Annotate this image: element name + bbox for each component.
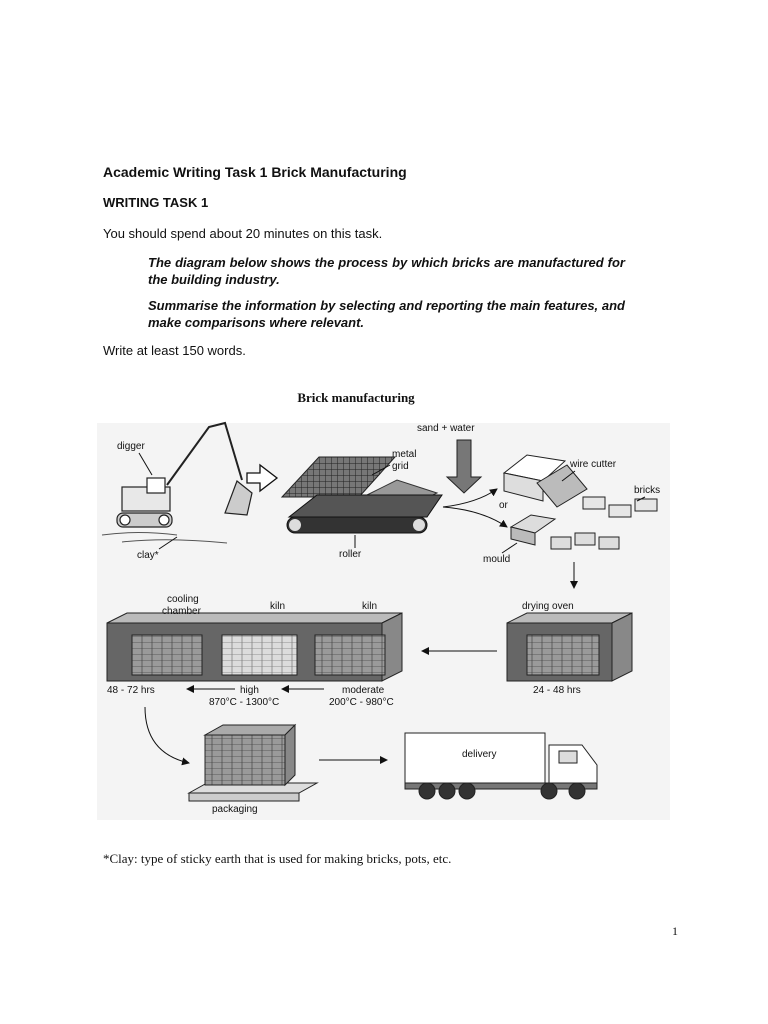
task-label: WRITING TASK 1 (103, 195, 209, 210)
cooling-label-2: chamber (162, 606, 202, 617)
cut-bricks-icon (582, 496, 658, 518)
drying-oven (506, 612, 633, 682)
clay-footnote: *Clay: type of sticky earth that is used… (103, 851, 452, 866)
page-number: 1 (672, 924, 678, 938)
roller-label: roller (339, 549, 362, 560)
clay-pointer (158, 536, 178, 550)
delivery-label: delivery (462, 749, 496, 760)
moderate-label: moderate (342, 685, 385, 696)
hollow-arrow-icon (246, 463, 279, 493)
sand-water-label: sand + water (417, 423, 475, 434)
mould-icon (509, 514, 620, 550)
diagram-title: Brick manufacturing (297, 390, 415, 405)
wire-cutter-icon (502, 454, 588, 508)
cooling-label-1: cooling (167, 594, 199, 605)
moderate-temp-label: 200°C - 980°C (329, 697, 394, 708)
kiln-tunnel (106, 612, 403, 682)
high-temp-label: 870°C - 1300°C (209, 697, 279, 708)
or-arrow-upper (442, 488, 498, 508)
word-count-instruction: Write at least 150 words. (103, 343, 246, 358)
brick-pallet-icon (187, 723, 319, 802)
wire-cutter-label: wire cutter (569, 459, 617, 470)
bricks-pointer (636, 496, 646, 502)
mould-label: mould (483, 554, 510, 565)
wire-cutter-pointer (561, 470, 576, 482)
digger-icon (116, 421, 253, 528)
digger-label: digger (117, 441, 145, 452)
digger-pointer (138, 452, 153, 476)
mould-pointer (501, 542, 518, 554)
drying-time-label: 24 - 48 hrs (533, 685, 581, 696)
task-prompt: The diagram below shows the process by w… (148, 255, 625, 287)
high-label: high (240, 685, 259, 696)
packaging-label: packaging (212, 804, 258, 815)
cooling-time-label: 48 - 72 hrs (107, 685, 155, 696)
sand-water-arrow-icon (445, 439, 483, 494)
kiln-moderate-label: kiln (362, 601, 377, 612)
drying-oven-label: drying oven (522, 601, 574, 612)
or-arrow-lower (442, 506, 508, 528)
task-summary-instruction: Summarise the information by selecting a… (148, 298, 625, 330)
document-heading: Academic Writing Task 1 Brick Manufactur… (103, 164, 407, 180)
metal-grid-pointer (371, 464, 391, 476)
bricks-label: bricks (634, 485, 660, 496)
metal-grid-label-1: metal (392, 449, 416, 460)
clay-label: clay* (137, 550, 159, 561)
to-packaging-arrow (144, 706, 190, 766)
clay-ground (101, 532, 228, 544)
brick-manufacturing-diagram: Brick manufacturing digger clay* metal g… (97, 390, 670, 820)
metal-grid-label-2: grid (392, 461, 409, 472)
roller-conveyor-icon (286, 494, 443, 534)
time-instruction: You should spend about 20 minutes on thi… (103, 226, 383, 241)
delivery-truck-icon (404, 732, 598, 800)
or-label: or (499, 500, 509, 511)
kiln-high-label: kiln (270, 601, 285, 612)
